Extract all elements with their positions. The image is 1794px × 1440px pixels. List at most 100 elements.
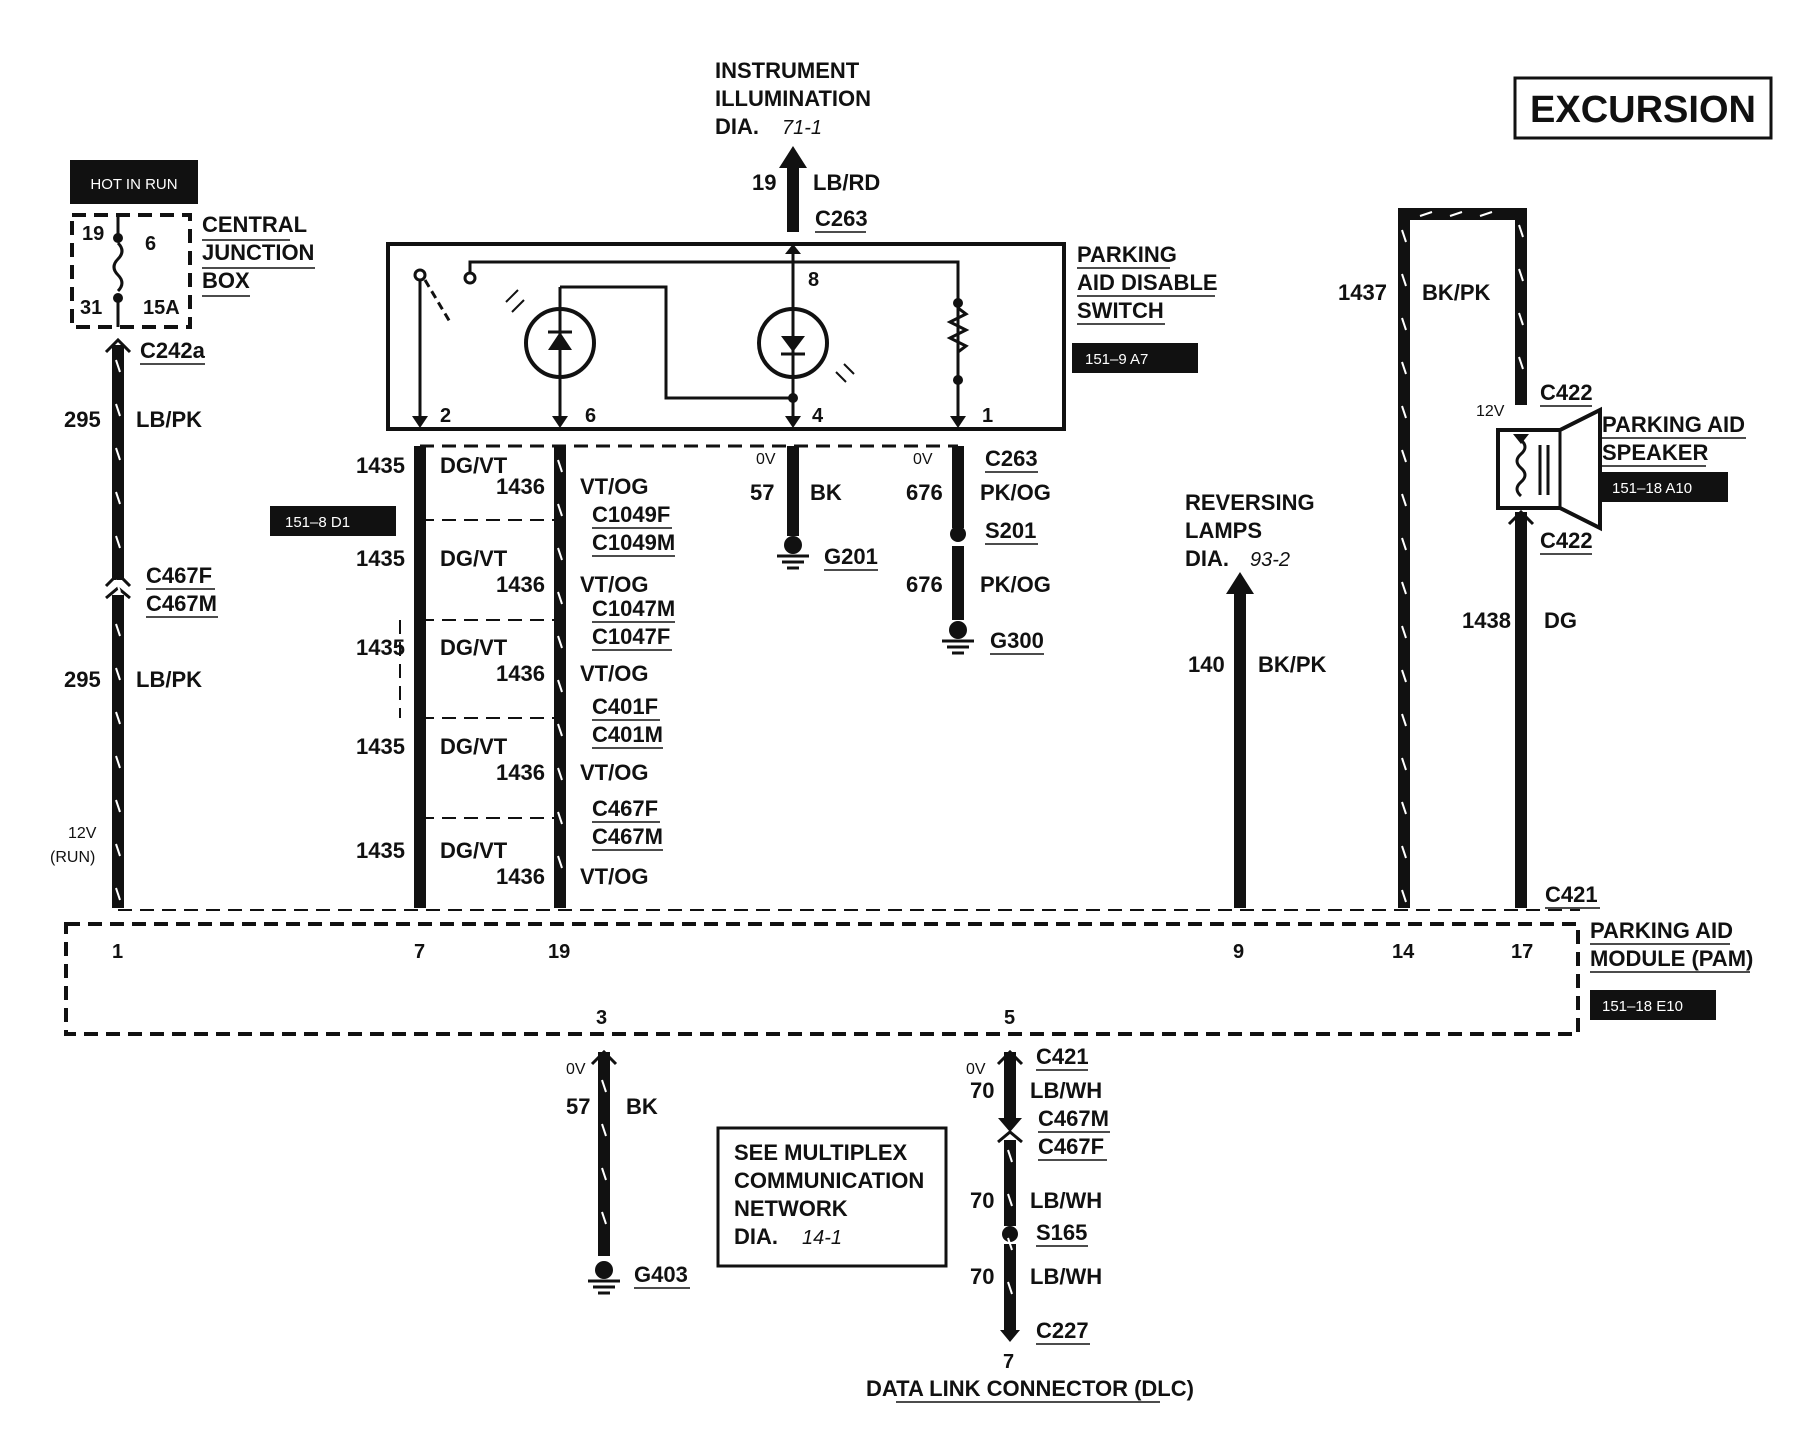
multiplex-line-2: COMMUNICATION [734,1168,924,1193]
pam-pin-7: 7 [414,941,425,963]
multiplex-note: SEE MULTIPLEX COMMUNICATION NETWORK DIA.… [716,1126,948,1268]
circuit-57-a: 57 [750,480,774,505]
cjb-pin-31: 31 [80,297,102,319]
color-lbrd: LB/RD [813,170,880,195]
multiplex-line-1: SEE MULTIPLEX [734,1140,907,1165]
c421-bottom-label: C421 [1036,1044,1089,1069]
connector-c242a-symbol [104,337,132,354]
wire-hatching [115,211,1524,1295]
c1049m-label: C1049M [592,530,675,555]
wire-70-voltage: 0V [966,1061,986,1078]
circuit-295-b: 295 [64,667,101,692]
arrow-up-icon [779,146,807,168]
ground-icon [588,1261,620,1295]
g300-label: G300 [990,628,1044,653]
color-vtog-d: VT/OG [580,760,648,785]
s165-label: S165 [1036,1220,1087,1245]
color-dgvt-b: DG/VT [440,546,508,571]
arrow-down-icon [998,1118,1022,1132]
color-lbwh-c: LB/WH [1030,1264,1102,1289]
c467m-label: C467M [146,591,217,616]
parking-aid-speaker: C422 12V PARKING AID SPEAKER 151–18 A10 … [1476,380,1746,908]
circuit-70-a: 70 [970,1078,994,1103]
c242a-label: C242a [140,338,206,363]
c401f-label: C401F [592,694,658,719]
circuit-676-a: 676 [906,480,943,505]
pads-label-2: AID DISABLE [1077,270,1218,295]
connector-c467-symbol [104,571,132,588]
c227-label: C227 [1036,1318,1089,1343]
circuit-70-b: 70 [970,1188,994,1213]
pam-pin-9: 9 [1233,941,1244,963]
circuit-676-b: 676 [906,572,943,597]
splice-icon [950,526,966,542]
pam-pin-3: 3 [596,1007,607,1029]
c1047f-label: C1047F [592,624,670,649]
color-bkpk-140: BK/PK [1258,652,1327,677]
light-rays-icon [505,289,525,313]
color-dgvt-a: DG/VT [440,453,508,478]
circuit-1436-b: 1436 [496,572,545,597]
parking-aid-module: C421 1 7 19 9 14 17 3 5 PARKING AID MODU… [64,882,1753,1036]
voltage-12v-run: 12V [68,825,97,842]
circuit-1438: 1438 [1462,608,1511,633]
color-vtog-e: VT/OG [580,864,648,889]
hot-in-run-badge: HOT IN RUN [70,160,198,204]
ground-g403-branch: 0V 57 BK G403 [566,1049,690,1295]
dlc-pin-7: 7 [1003,1351,1014,1373]
multiplex-dia: DIA. [734,1224,778,1249]
color-vtog-a: VT/OG [580,474,648,499]
c263-top-label: C263 [815,206,868,231]
color-lbwh-b: LB/WH [1030,1188,1102,1213]
instr-illum-dia-ref: 71-1 [782,117,822,139]
circuit-1437: 1437 [1338,280,1387,305]
cjb-pin-19: 19 [82,223,104,245]
c467m-label-3: C467M [1038,1106,1109,1131]
wire-676: 0V C263 676 PK/OG S201 676 PK/OG G300 [906,446,1051,655]
c422-top-label: C422 [1540,380,1593,405]
pam-label-1: PARKING AID [1590,918,1733,943]
pads-label-1: PARKING [1077,242,1177,267]
circuit-57-b: 57 [566,1094,590,1119]
ground-icon [777,536,809,570]
color-pkog-b: PK/OG [980,572,1051,597]
pads-ref: 151–9 A7 [1085,351,1148,368]
c467f-label-2: C467F [592,796,658,821]
splice-icon [1002,1226,1018,1242]
instr-illum-dia: DIA. [715,114,759,139]
c1049f-label: C1049F [592,502,670,527]
speaker-label-2: SPEAKER [1602,440,1708,465]
color-dgvt-c: DG/VT [440,635,508,660]
reversing-lamps-line-1: REVERSING [1185,490,1315,515]
circuit-1435-b: 1435 [356,546,405,571]
hot-in-run-text: HOT IN RUN [90,176,177,193]
cjb-label-2: JUNCTION [202,240,314,265]
color-pkog-a: PK/OG [980,480,1051,505]
c467f-label: C467F [146,563,212,588]
central-junction-box: 19 6 31 15A CENTRAL JUNCTION BOX [70,212,315,329]
circuit-1436-c: 1436 [496,661,545,686]
pam-ref: 151–18 E10 [1602,998,1683,1015]
c401m-label: C401M [592,722,663,747]
switch-pin-1: 1 [982,405,993,427]
reversing-lamps: REVERSING LAMPS DIA. 93-2 140 BK/PK [1185,490,1327,908]
color-dg: DG [1544,608,1577,633]
g201-label: G201 [824,544,878,569]
title-box: EXCURSION [1513,76,1773,140]
wire-70: 0V C421 70 LB/WH C467M C467F 70 LB/WH S1… [866,1044,1194,1403]
switch-pin-4: 4 [812,405,824,427]
instr-illum-line-2: ILLUMINATION [715,86,871,111]
switch-contact-icon [423,279,452,323]
fuse-icon [112,241,124,293]
cjb-label-3: BOX [202,268,250,293]
color-vtog-c: VT/OG [580,661,648,686]
pam-pin-14: 14 [1392,941,1415,963]
wire-1437: 1437 BK/PK [1338,208,1527,908]
wires-1435-1436: 151–8 D1 1435 DG/VT 1436 VT/OG C1049F C1… [270,446,675,908]
parking-aid-disable-switch: 2 6 8 4 1 PARKING AID DISABLE SWITCH 151… [386,242,1218,431]
multiplex-line-3: NETWORK [734,1196,848,1221]
color-vtog-b: VT/OG [580,572,648,597]
cjb-label-1: CENTRAL [202,212,307,237]
g201-voltage: 0V [756,451,776,468]
